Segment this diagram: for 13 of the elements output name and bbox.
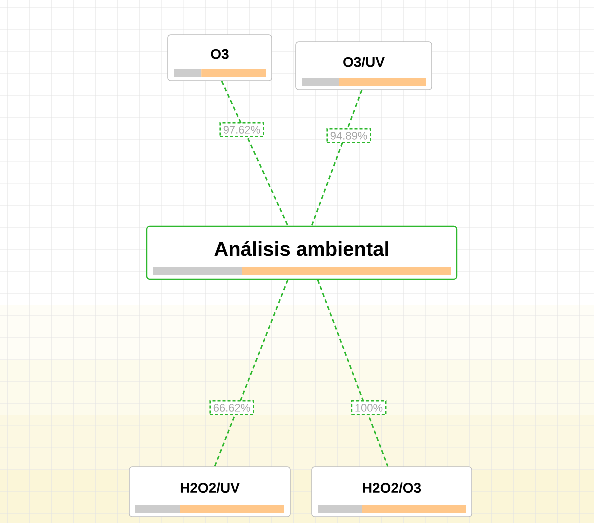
topic-box: H2O2/UV (129, 466, 291, 518)
edge-label: 100% (351, 400, 387, 416)
topic-box: O3/UV (296, 42, 432, 90)
edge-label: 66.62% (210, 400, 254, 416)
topic-box: H2O2/O3 (312, 466, 472, 518)
edge-label: 94.89% (326, 128, 372, 144)
connector-line (214, 280, 289, 467)
connector-line (221, 81, 289, 226)
edge-label: 97.62% (220, 122, 264, 138)
topic-box: O3 (168, 34, 272, 82)
connector-line (311, 90, 363, 226)
main-topic-box: Análisis ambiental (146, 226, 458, 280)
connector-line (317, 280, 389, 467)
